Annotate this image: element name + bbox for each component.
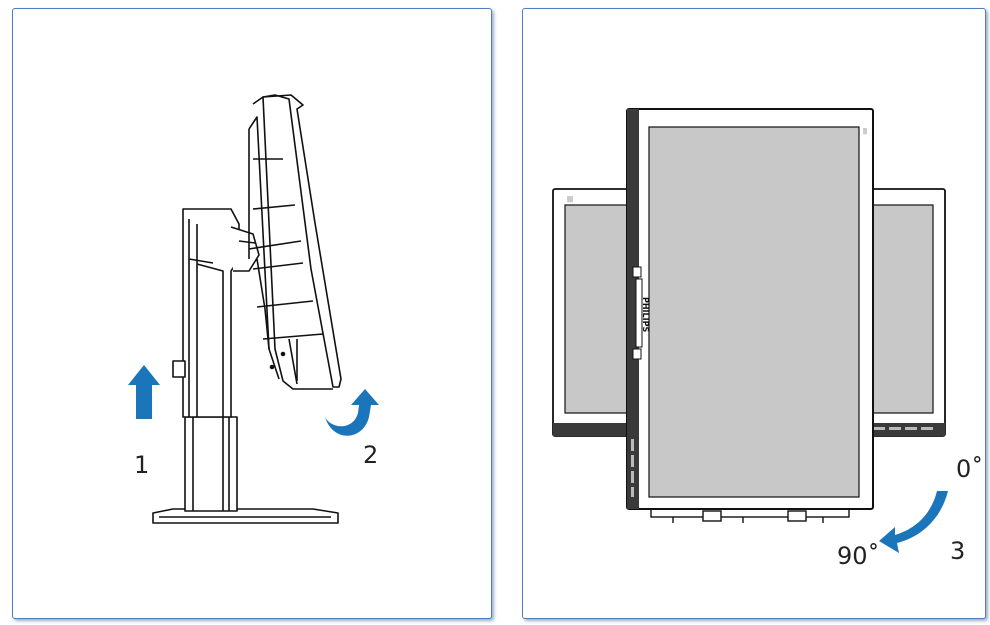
arrow-up-icon bbox=[128, 365, 160, 419]
curved-arrow-icon bbox=[325, 389, 379, 436]
step-3-label: 3 bbox=[950, 537, 966, 565]
monitor-body bbox=[262, 94, 342, 388]
angle-90-label: 90˚ bbox=[837, 542, 880, 570]
angle-0-label: 0˚ bbox=[956, 455, 984, 483]
monitor-portrait: || bbox=[626, 108, 874, 510]
rotate-arrow-icon bbox=[879, 491, 948, 553]
svg-text:|||: ||| bbox=[567, 196, 573, 203]
monitor-front-view: ||| || bbox=[552, 108, 948, 553]
svg-text:||: || bbox=[863, 128, 867, 135]
stand-sleeve bbox=[182, 208, 240, 418]
monitor-side-view bbox=[128, 94, 379, 524]
monitor-base bbox=[152, 508, 339, 524]
hinge bbox=[230, 226, 260, 272]
step-1-label: 1 bbox=[134, 451, 150, 479]
right-panel-pivot-view: ||| || bbox=[522, 8, 986, 619]
brand-logo: PHILIPS bbox=[641, 297, 650, 332]
step-2-label: 2 bbox=[363, 441, 379, 469]
left-panel-side-view: 1 2 bbox=[12, 8, 492, 619]
